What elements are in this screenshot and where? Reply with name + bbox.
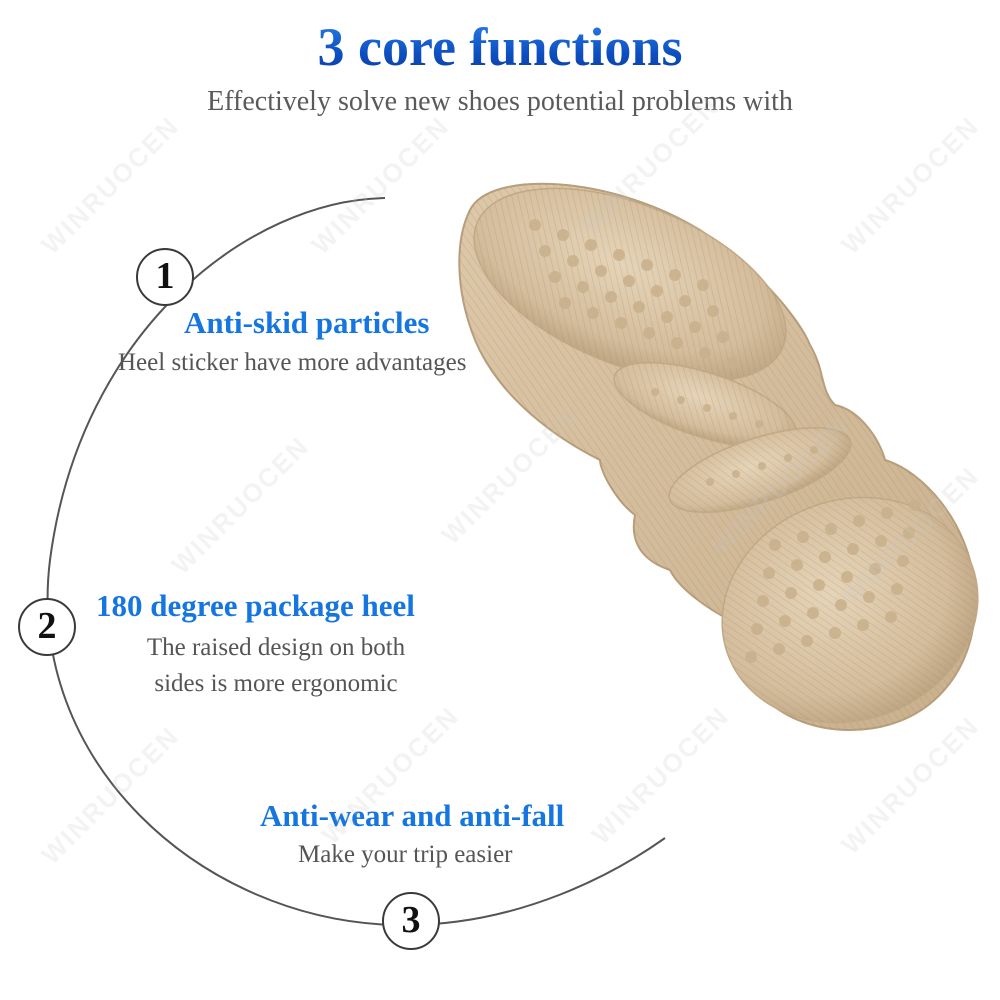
anti-skid-dot: [717, 331, 729, 343]
anti-skid-dot: [679, 295, 691, 307]
anti-skid-dot: [829, 627, 841, 639]
anti-skid-dot: [769, 539, 781, 551]
anti-skid-dot: [903, 527, 915, 539]
feature-title-anti-skid: Anti-skid particles: [184, 305, 430, 340]
heel-insole-image: [458, 182, 979, 732]
anti-skid-dot: [807, 607, 819, 619]
anti-skid-dot: [810, 446, 818, 454]
anti-skid-dot: [819, 551, 831, 563]
anti-skid-dot: [758, 462, 766, 470]
anti-skid-dot: [875, 535, 887, 547]
anti-skid-dot: [835, 599, 847, 611]
anti-skid-dot: [745, 651, 757, 663]
anti-skid-dot: [885, 611, 897, 623]
anti-skid-dot: [801, 635, 813, 647]
anti-skid-dot: [757, 595, 769, 607]
anti-skid-dot: [897, 555, 909, 567]
anti-skid-dot: [863, 591, 875, 603]
anti-skid-dot: [567, 255, 579, 267]
anti-skid-dot: [732, 470, 740, 478]
anti-skid-dot: [909, 499, 921, 511]
anti-skid-dot: [813, 579, 825, 591]
anti-skid-dot: [669, 269, 681, 281]
anti-skid-dot: [613, 249, 625, 261]
anti-skid-dot: [785, 587, 797, 599]
anti-skid-dot: [539, 245, 551, 257]
feature-desc-anti-wear: Make your trip easier: [298, 841, 513, 868]
anti-skid-dot: [755, 420, 763, 428]
anti-skid-dot: [699, 347, 711, 359]
anti-skid-dot: [595, 265, 607, 277]
feature-desc-package-heel-line-2: sides is more ergonomic: [154, 670, 398, 697]
anti-skid-dot: [727, 357, 739, 369]
feature-title-anti-wear: Anti-wear and anti-fall: [260, 798, 565, 833]
anti-skid-dot: [623, 275, 635, 287]
feature-number-1: 1: [136, 248, 194, 306]
feature-number-3: 3: [382, 892, 440, 950]
anti-skid-dot: [615, 317, 627, 329]
anti-skid-dot: [651, 388, 659, 396]
anti-skid-dot: [587, 307, 599, 319]
anti-skid-dot: [881, 507, 893, 519]
anti-skid-dot: [641, 259, 653, 271]
anti-skid-dot: [605, 291, 617, 303]
anti-skid-dot: [841, 571, 853, 583]
anti-skid-dot: [773, 643, 785, 655]
anti-skid-dot: [729, 412, 737, 420]
anti-skid-dot: [847, 543, 859, 555]
anti-skid-dot: [529, 219, 541, 231]
anti-skid-dot: [677, 396, 685, 404]
anti-skid-dot: [763, 567, 775, 579]
anti-skid-dot: [689, 321, 701, 333]
anti-skid-dot: [671, 337, 683, 349]
feature-desc-anti-skid: Heel sticker have more advantages: [118, 349, 467, 376]
anti-skid-dot: [779, 615, 791, 627]
anti-skid-dot: [577, 281, 589, 293]
anti-skid-dot: [651, 285, 663, 297]
anti-skid-dot: [707, 305, 719, 317]
anti-skid-dot: [559, 297, 571, 309]
anti-skid-dot: [857, 619, 869, 631]
anti-skid-dot: [697, 279, 709, 291]
anti-skid-dot: [825, 523, 837, 535]
anti-skid-dot: [585, 239, 597, 251]
page-title: 3 core functions: [0, 14, 1000, 80]
feature-title-package-heel: 180 degree package heel: [96, 588, 415, 623]
anti-skid-dot: [797, 531, 809, 543]
anti-skid-dot: [703, 404, 711, 412]
page-subtitle: Effectively solve new shoes potential pr…: [207, 86, 793, 117]
anti-skid-dot: [784, 454, 792, 462]
anti-skid-dot: [661, 311, 673, 323]
anti-skid-dot: [853, 515, 865, 527]
anti-skid-dot: [869, 563, 881, 575]
anti-skid-dot: [643, 327, 655, 339]
anti-skid-dot: [751, 623, 763, 635]
feature-desc-package-heel-line-1: The raised design on both: [146, 634, 406, 661]
anti-skid-dot: [633, 301, 645, 313]
anti-skid-dot: [557, 229, 569, 241]
anti-skid-dot: [706, 478, 714, 486]
anti-skid-dot: [549, 271, 561, 283]
feature-number-2: 2: [18, 598, 76, 656]
anti-skid-dot: [791, 559, 803, 571]
anti-skid-dot: [891, 583, 903, 595]
